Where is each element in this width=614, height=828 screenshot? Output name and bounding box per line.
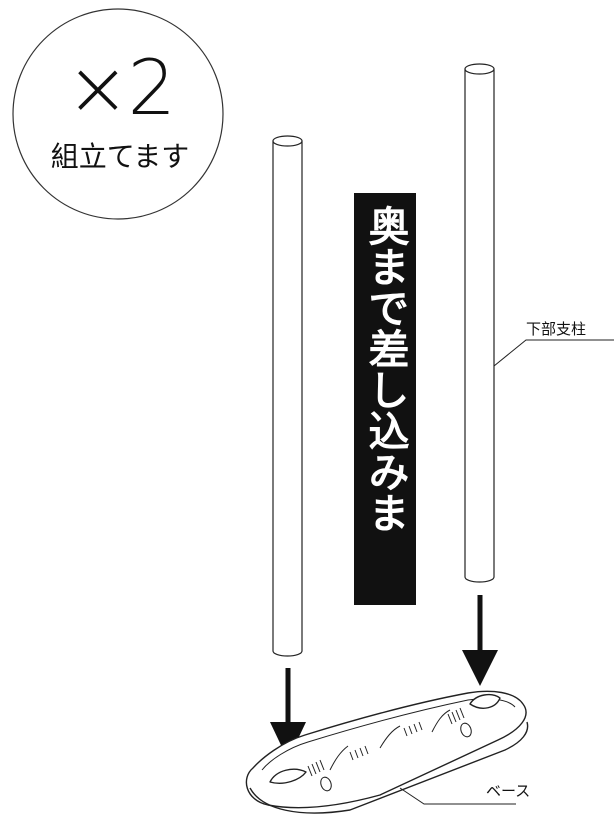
right-post (464, 63, 495, 583)
base-label: ベース (486, 782, 531, 800)
base-callout-line (399, 787, 516, 805)
left-post (272, 135, 303, 657)
post-callout-line (493, 339, 614, 367)
base-part (245, 690, 529, 814)
instruction-banner: 奥まで差し込みます。 (299, 193, 416, 605)
left-arrow (270, 668, 306, 760)
quantity-label: ×2 (65, 43, 176, 132)
instruction-text: 奥まで差し込みます。 (299, 205, 409, 533)
badge-circle (12, 8, 224, 220)
post-label: 下部支柱 (526, 320, 587, 338)
right-arrow (462, 595, 498, 686)
assemble-caption: 組立てます (50, 140, 190, 173)
